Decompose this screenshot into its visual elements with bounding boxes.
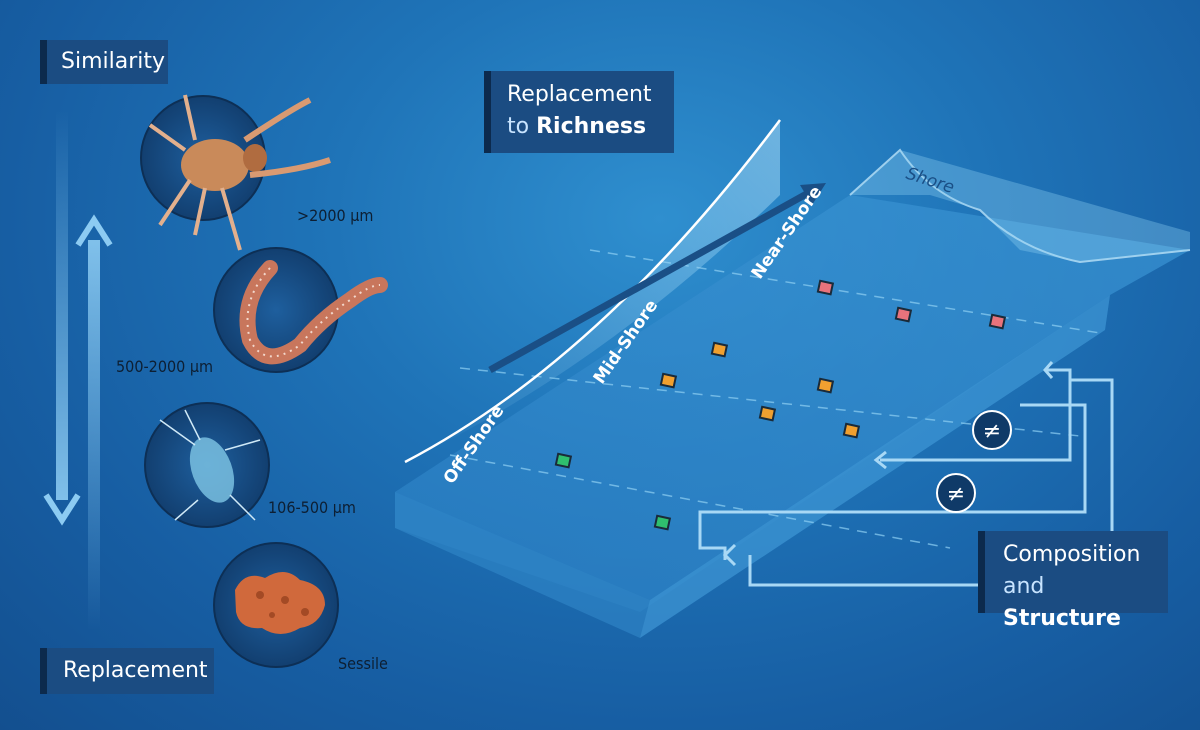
not-equal-symbol: ≠ (983, 419, 1001, 444)
shore-slab (395, 148, 1191, 638)
sponge-illustration (213, 542, 339, 668)
off-shore-markers (554, 452, 672, 531)
mid-shore-marker (659, 372, 678, 389)
not-equal-badge-top: ≠ (972, 410, 1012, 450)
zone-dividers (449, 249, 1101, 549)
near-shore-marker (816, 279, 835, 296)
composition-connector: and (1003, 574, 1045, 599)
richness-line1: Replacement (507, 82, 652, 107)
size-label-sponge: Sessile (338, 654, 388, 673)
richness-curve (404, 119, 781, 464)
similarity-arrow-down (43, 110, 81, 526)
worm-illustration (213, 247, 388, 373)
off-shore-marker (554, 452, 573, 469)
size-label-worm: 500-2000 µm (116, 357, 214, 376)
similarity-label: Similarity (40, 40, 168, 84)
copepod-illustration (144, 402, 270, 528)
composition-line1: Composition (1003, 542, 1141, 567)
replacement-to-richness-label: Replacement to Richness (484, 71, 674, 153)
near-shore-markers (816, 279, 1007, 330)
mid-shore-marker (710, 341, 729, 358)
size-label-copepod: 106-500 µm (268, 498, 356, 517)
richness-word: Richness (536, 114, 647, 139)
mid-shore-marker (842, 422, 861, 439)
composition-structure-label: Composition and Structure (978, 531, 1168, 631)
mid-shore-marker (758, 405, 777, 422)
crab-illustration (140, 94, 331, 251)
richness-connector: to (507, 114, 530, 139)
mid-shore-markers (659, 341, 861, 439)
size-label-crab: >2000 µm (297, 206, 374, 225)
not-equal-symbol: ≠ (947, 482, 965, 507)
near-shore-marker (894, 306, 913, 323)
near-shore-marker (988, 313, 1007, 330)
gradient-arrow (488, 183, 826, 374)
off-shore-marker (653, 514, 672, 531)
richness-line2: to Richness (507, 111, 674, 143)
composition-line2: and Structure (1003, 571, 1168, 635)
structure-word: Structure (1003, 606, 1121, 631)
mid-shore-marker (816, 377, 835, 394)
not-equal-badge-bottom: ≠ (936, 473, 976, 513)
replacement-arrow-up (75, 214, 113, 630)
replacement-label: Replacement (40, 648, 214, 694)
